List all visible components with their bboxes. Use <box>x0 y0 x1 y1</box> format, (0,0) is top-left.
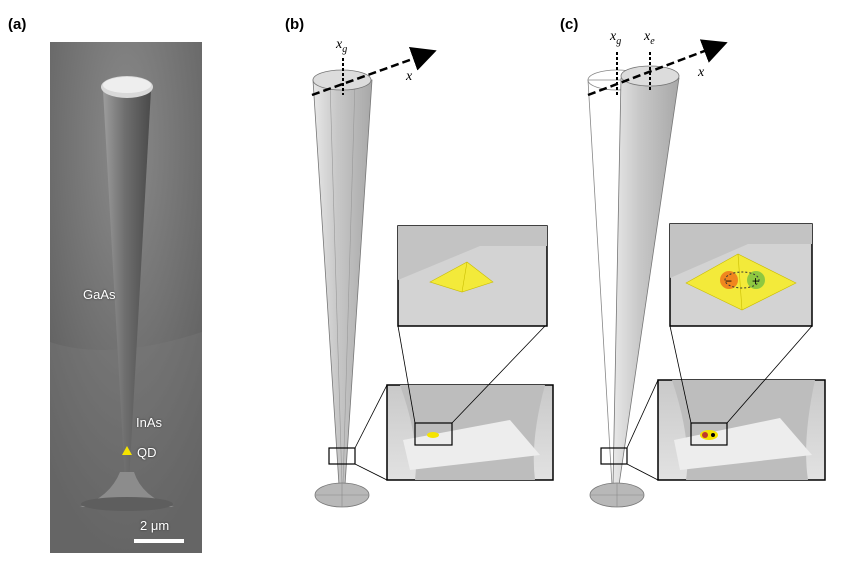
charge-plus: + <box>752 274 759 288</box>
electron-icon <box>720 271 738 289</box>
panel-c-inset-upper: − + <box>669 223 813 327</box>
panel-c-xe-label: xe <box>643 29 655 47</box>
scale-bar <box>134 539 184 543</box>
panel-b-inset-upper <box>397 225 548 327</box>
qd-label: QD <box>137 445 157 460</box>
panel-b-inset-lower <box>386 384 554 481</box>
gaas-label: GaAs <box>83 287 116 302</box>
panel-c-label: (c) <box>560 16 579 33</box>
panel-b-label: (b) <box>285 16 305 33</box>
hole-icon <box>747 271 765 289</box>
panel-b-xg-label: xg <box>335 37 347 55</box>
panel-c-inset-lower <box>657 379 826 481</box>
panel-c-nanowire <box>587 65 680 508</box>
panel-b-nanowire <box>312 69 373 508</box>
panel-b-x-axis-arrow <box>311 46 437 97</box>
panel-c-zoom-box-1 <box>600 447 628 465</box>
panel-c-x-label: x <box>697 65 705 80</box>
inas-label: InAs <box>136 415 163 430</box>
panel-c-xg-label: xg <box>609 29 621 47</box>
panel-a-label: (a) <box>8 16 27 33</box>
qd-marker-icon <box>122 446 132 455</box>
panel-c-x-axis-arrow <box>587 39 728 97</box>
panel-b-x-label: x <box>405 69 413 84</box>
panel-b-zoom-box-1 <box>328 447 356 465</box>
charge-minus: − <box>725 274 732 288</box>
sem-micrograph: GaAs InAs QD 2 μm <box>50 42 202 553</box>
scale-bar-label: 2 μm <box>140 518 170 533</box>
